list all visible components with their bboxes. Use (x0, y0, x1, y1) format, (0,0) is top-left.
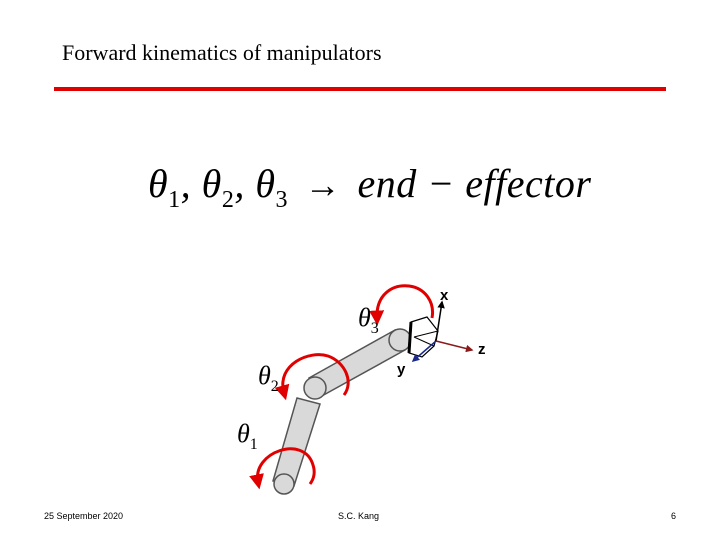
formula-sub-3: 3 (275, 187, 288, 213)
formula-separator: , (234, 161, 245, 206)
formula-rhs: end − effector (357, 161, 592, 206)
formula-sub-1: 1 (168, 187, 181, 213)
y-axis-label: y (397, 361, 406, 378)
theta-symbol: θ (148, 161, 169, 206)
theta-symbol: θ (201, 161, 222, 206)
kinematics-formula: θ1, θ2, θ3 → end − effector (148, 160, 591, 214)
page-number: 6 (671, 511, 677, 521)
end-effector (407, 316, 439, 358)
x-axis-label: x (440, 287, 449, 304)
y-axis-arrow (411, 340, 437, 362)
rotation-arrow-theta2 (274, 353, 350, 401)
rotation-arrow-theta3 (369, 284, 435, 326)
footer-author: S.C. Kang (338, 511, 380, 521)
formula-arrow: → (304, 165, 341, 205)
rotation-arrow-theta1 (249, 447, 316, 490)
slide-title: Forward kinematics of manipulators (62, 40, 382, 65)
z-axis-arrow (435, 340, 474, 353)
formula-sub-2: 2 (221, 187, 235, 213)
z-axis-label: z (478, 341, 486, 358)
formula-separator: , (180, 161, 192, 206)
footer-date: 25 September 2020 (44, 511, 124, 521)
theta-symbol: θ (255, 161, 276, 206)
title-rule (54, 87, 666, 91)
joint-2 (303, 376, 327, 400)
link-1 (272, 397, 321, 495)
theta2-label: θ2 (258, 361, 279, 395)
theta1-label: θ1 (237, 419, 258, 453)
x-axis-arrow (435, 300, 445, 342)
theta3-label: θ3 (358, 303, 379, 337)
